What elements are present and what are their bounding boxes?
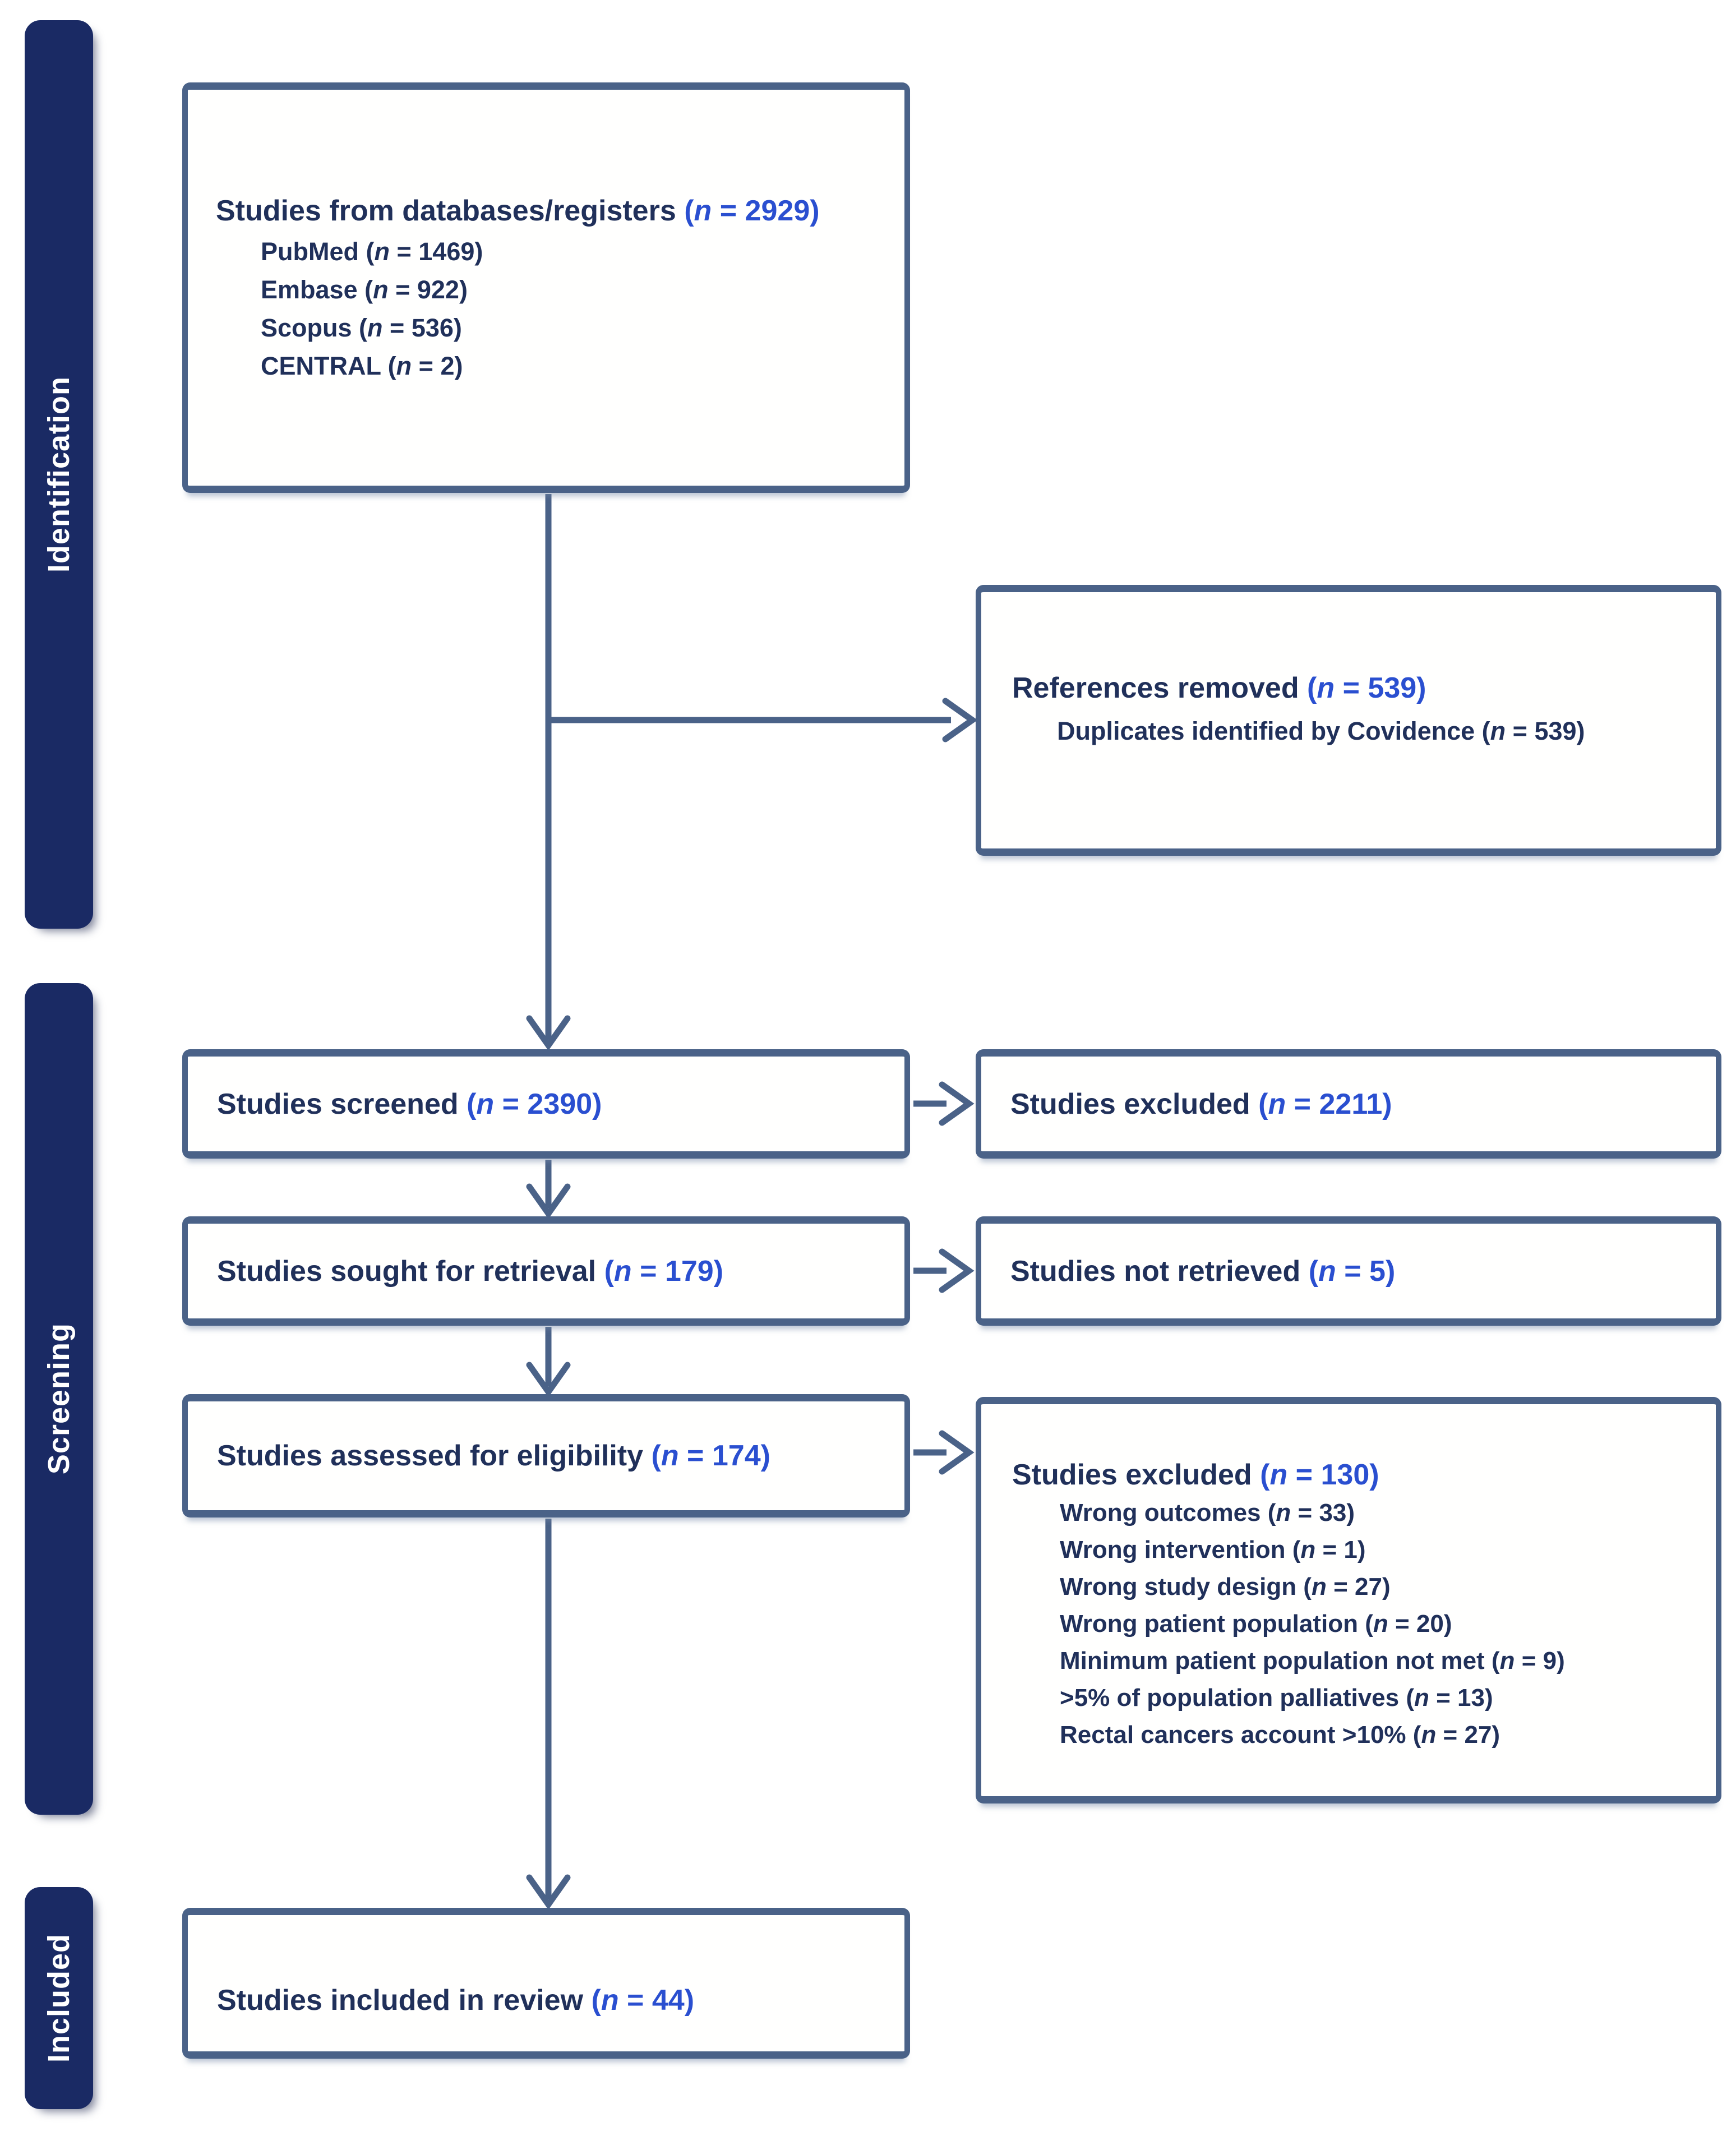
stage-band-screening: Screening (25, 983, 93, 1815)
arrow-down-icon (526, 1362, 571, 1397)
box-count: (n = 5) (1308, 1254, 1396, 1288)
box-title: Studies excluded (n = 130) (1012, 1457, 1705, 1492)
box-studies-excluded-screening: Studies excluded (n = 2211) (976, 1049, 1721, 1159)
list-item: Minimum patient population not met (n = … (1060, 1647, 1565, 1675)
box-title: Studies excluded (n = 2211) (1010, 1087, 1392, 1122)
box-label: Studies excluded (1012, 1459, 1261, 1491)
box-label: Studies excluded (1010, 1087, 1259, 1120)
arrow-right-icon (939, 1081, 975, 1126)
box-studies-included-in-review: Studies included in review (n = 44) (182, 1908, 910, 2059)
removal-reason-list: Duplicates identified by Covidence (n = … (1012, 712, 1705, 750)
list-item: Duplicates identified by Covidence (n = … (1057, 717, 1585, 745)
box-studies-assessed-for-eligibility: Studies assessed for eligibility (n = 17… (182, 1394, 910, 1517)
box-count: (n = 179) (604, 1254, 724, 1288)
box-count: (n = 174) (651, 1440, 770, 1472)
list-item: Embase (n = 922) (261, 275, 468, 304)
list-item: Scopus (n = 536) (261, 313, 462, 342)
box-title: Studies from databases/registers (n = 29… (216, 193, 893, 228)
arrow-right-icon (939, 1430, 975, 1475)
list-item: Rectal cancers account >10% (n = 27) (1060, 1721, 1500, 1749)
database-source-list: PubMed (n = 1469) Embase (n = 922) Scopu… (216, 233, 893, 385)
box-label: Studies included in review (217, 1984, 592, 2017)
exclusion-reason-list: Wrong outcomes (n = 33) Wrong interventi… (1012, 1495, 1705, 1754)
list-item: Wrong study design (n = 27) (1060, 1573, 1391, 1600)
list-item: PubMed (n = 1469) (261, 237, 483, 266)
list-item: Wrong patient population (n = 20) (1060, 1610, 1452, 1638)
box-label: Studies not retrieved (1010, 1254, 1309, 1288)
list-item: Wrong outcomes (n = 33) (1060, 1499, 1355, 1526)
box-count: (n = 2390) (467, 1087, 602, 1120)
stage-label-identification: Identification (42, 376, 76, 573)
box-count: (n = 2211) (1258, 1087, 1392, 1120)
arrow-down-icon (526, 1015, 571, 1051)
box-studies-excluded-eligibility: Studies excluded (n = 130) Wrong outcome… (976, 1397, 1721, 1803)
box-label: Studies from databases/registers (216, 195, 685, 227)
box-studies-from-databases: Studies from databases/registers (n = 29… (182, 82, 910, 493)
list-item: CENTRAL (n = 2) (261, 352, 463, 380)
box-count: (n = 44) (591, 1984, 695, 2017)
box-count: (n = 130) (1260, 1459, 1379, 1491)
list-item: >5% of population palliatives (n = 13) (1060, 1684, 1493, 1712)
box-title: Studies included in review (n = 44) (217, 1983, 694, 2018)
box-title: Studies not retrieved (n = 5) (1010, 1254, 1395, 1289)
box-title: Studies screened (n = 2390) (217, 1087, 602, 1122)
box-label: Studies assessed for eligibility (217, 1440, 652, 1472)
box-title: References removed (n = 539) (1012, 671, 1705, 705)
stage-band-included: Included (25, 1887, 93, 2109)
box-title: Studies sought for retrieval (n = 179) (217, 1254, 723, 1289)
box-studies-not-retrieved: Studies not retrieved (n = 5) (976, 1216, 1721, 1326)
box-label: References removed (1012, 672, 1308, 704)
arrow-right-icon (942, 698, 978, 742)
box-references-removed: References removed (n = 539) Duplicates … (976, 585, 1721, 856)
stage-band-identification: Identification (25, 20, 93, 929)
box-studies-sought-for-retrieval: Studies sought for retrieval (n = 179) (182, 1216, 910, 1326)
list-item: Wrong intervention (n = 1) (1060, 1536, 1366, 1563)
box-studies-screened: Studies screened (n = 2390) (182, 1049, 910, 1159)
arrow-right-icon (939, 1248, 975, 1293)
arrow-down-icon (526, 1183, 571, 1219)
stage-label-screening: Screening (42, 1323, 76, 1475)
box-label: Studies sought for retrieval (217, 1254, 604, 1288)
box-title: Studies assessed for eligibility (n = 17… (217, 1438, 770, 1473)
box-count: (n = 539) (1307, 672, 1426, 704)
box-count: (n = 2929) (684, 195, 820, 227)
arrow-down-icon (526, 1874, 571, 1910)
box-label: Studies screened (217, 1087, 467, 1120)
stage-label-included: Included (42, 1933, 76, 2063)
